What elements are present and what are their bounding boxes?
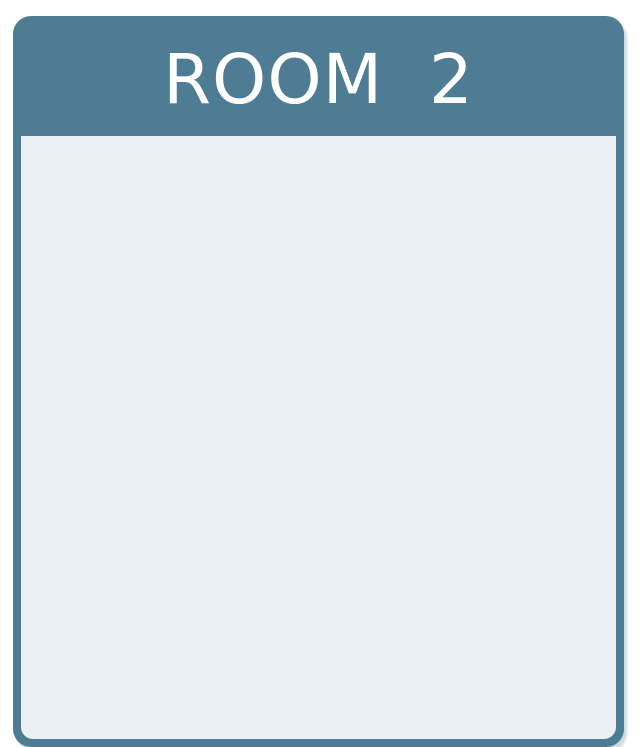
room-title: ROOM 2 (163, 39, 474, 120)
room-card-body (21, 136, 616, 739)
room-card-header: ROOM 2 (13, 16, 624, 136)
room-card: ROOM 2 (13, 16, 624, 747)
